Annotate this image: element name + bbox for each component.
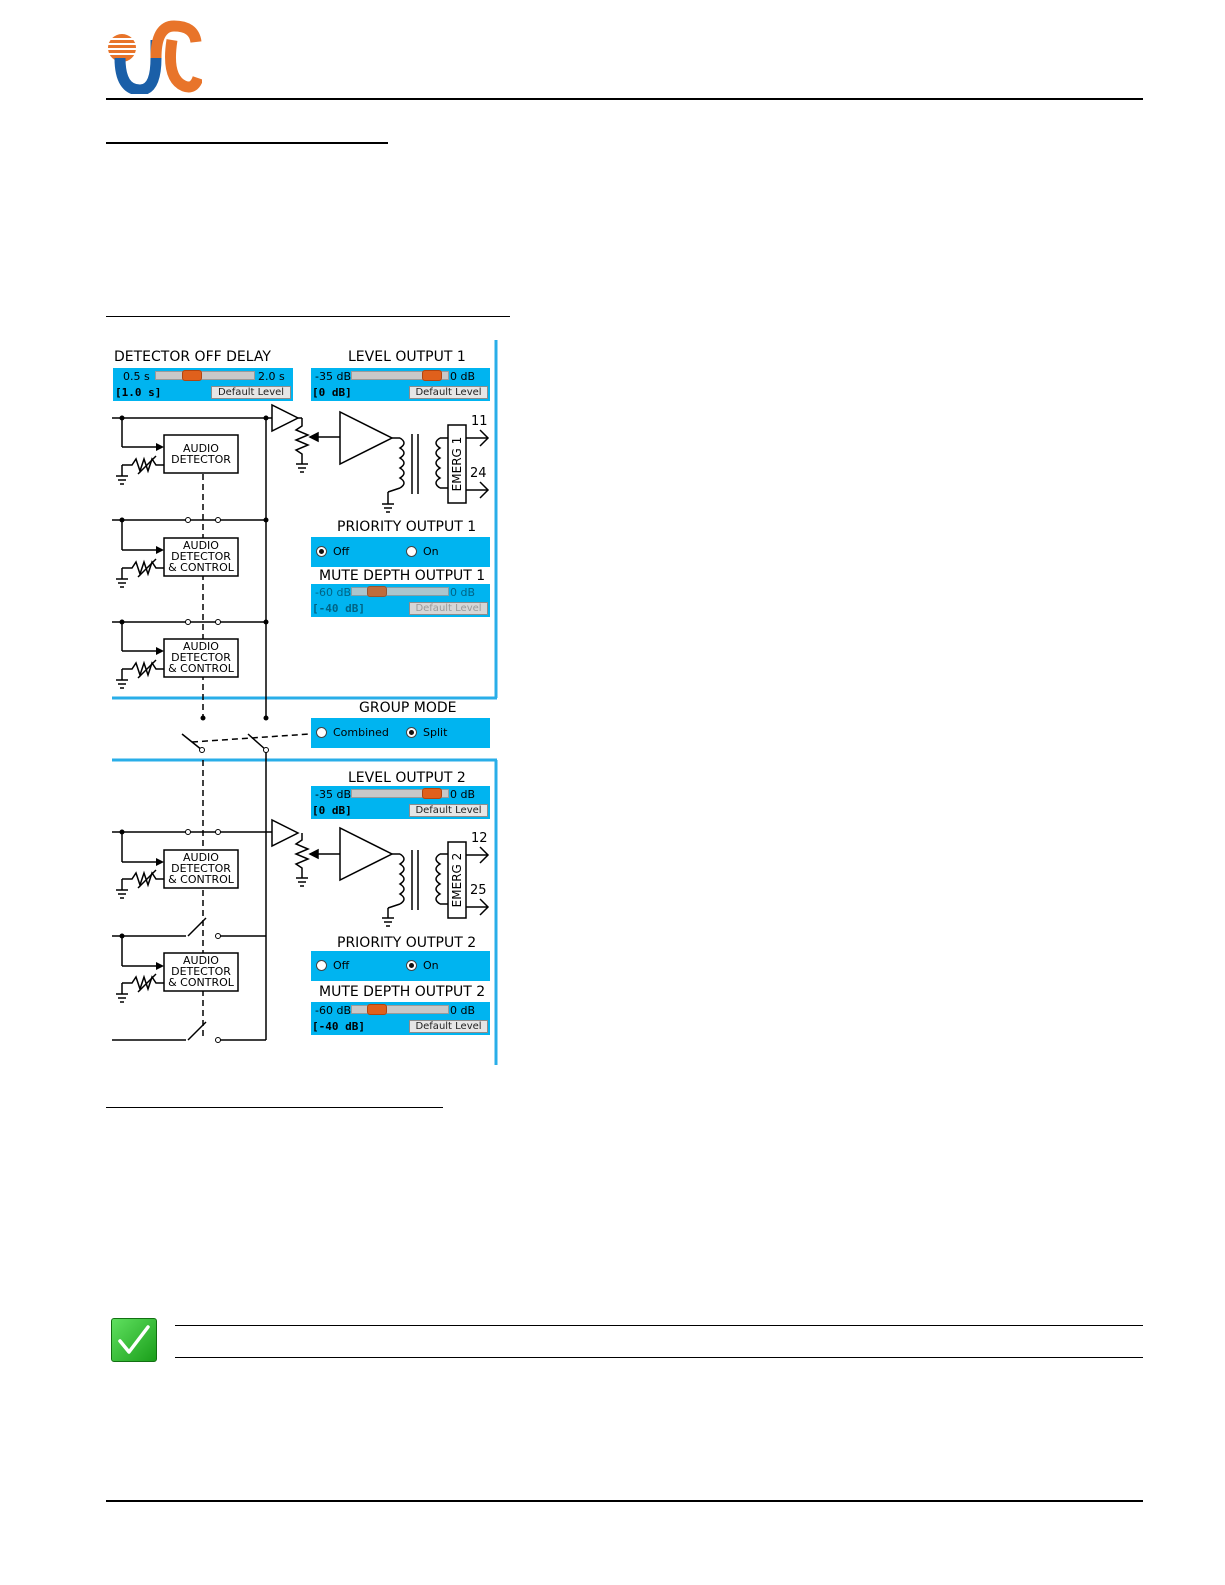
detector-block-2-line-1: AUDIO xyxy=(183,539,219,552)
detector-block-3-line-3: & CONTROL xyxy=(168,662,234,675)
level-output-2-value: [0 dB] xyxy=(312,804,352,817)
mute-depth-output-1-default-button[interactable]: Default Level xyxy=(409,602,488,615)
terminal-12: 12 xyxy=(471,831,488,846)
mute-depth-output-2-min: -60 dB xyxy=(315,1004,351,1017)
mute-depth-output-2-slider[interactable] xyxy=(351,1004,449,1015)
detector-block-3-line-2: DETECTOR xyxy=(171,651,231,664)
detector-off-delay-min: 0.5 s xyxy=(123,370,150,383)
emerg-1-label: EMERG 1 xyxy=(450,436,464,492)
mute-depth-output-2-thumb[interactable] xyxy=(367,1004,387,1015)
detector-block-2: AUDIO DETECTOR & CONTROL xyxy=(164,540,238,573)
priority-output-1-on-radio[interactable] xyxy=(406,546,417,557)
priority-output-2-on-radio[interactable] xyxy=(406,960,417,971)
company-logo xyxy=(106,18,204,96)
priority-output-2-title: PRIORITY OUTPUT 2 xyxy=(337,935,477,951)
level-output-2-max: 0 dB xyxy=(450,788,476,801)
group-mode-combined-radio[interactable] xyxy=(316,727,327,738)
detector-block-5-line-2: DETECTOR xyxy=(171,965,231,978)
terminal-11: 11 xyxy=(471,414,488,429)
detector-block-4: AUDIO DETECTOR & CONTROL xyxy=(164,852,238,885)
group-mode-split-radio[interactable] xyxy=(406,727,417,738)
mute-depth-output-2-max: 0 dB xyxy=(450,1004,476,1017)
mute-depth-output-1-title: MUTE DEPTH OUTPUT 1 xyxy=(319,568,486,584)
terminal-25: 25 xyxy=(470,883,487,898)
mute-depth-output-2-value: [-40 dB] xyxy=(312,1020,365,1033)
priority-output-1-off-radio[interactable] xyxy=(316,546,327,557)
priority-output-2-panel: Off On xyxy=(311,951,490,981)
detector-block-5: AUDIO DETECTOR & CONTROL xyxy=(164,955,238,988)
section-rule-3 xyxy=(106,1107,443,1108)
level-output-1-value: [0 dB] xyxy=(312,386,352,399)
group-mode-split-label: Split xyxy=(423,726,448,739)
mute-depth-output-2-title: MUTE DEPTH OUTPUT 2 xyxy=(319,984,486,1000)
level-output-1-panel: -35 dB 0 dB [0 dB] Default Level xyxy=(311,368,490,401)
mute-depth-output-2-default-button[interactable]: Default Level xyxy=(409,1020,488,1033)
mute-depth-output-2-panel: -60 dB 0 dB [-40 dB] Default Level xyxy=(311,1002,490,1035)
mute-depth-output-1-slider[interactable] xyxy=(351,586,449,597)
priority-output-2-off-label: Off xyxy=(333,959,350,972)
detector-off-delay-title: DETECTOR OFF DELAY xyxy=(114,349,271,365)
detector-block-3: AUDIO DETECTOR & CONTROL xyxy=(164,641,238,674)
level-output-1-default-button[interactable]: Default Level xyxy=(409,386,488,399)
detector-block-5-line-3: & CONTROL xyxy=(168,976,234,989)
detector-off-delay-value: [1.0 s] xyxy=(115,386,162,399)
mute-depth-output-1-value: [-40 dB] xyxy=(312,602,365,615)
level-output-2-default-button[interactable]: Default Level xyxy=(409,804,488,817)
priority-output-2-off-radio[interactable] xyxy=(316,960,327,971)
detector-block-1-line-1: AUDIO xyxy=(183,442,219,455)
level-output-1-min: -35 dB xyxy=(315,370,351,383)
detector-off-delay-max: 2.0 s xyxy=(258,370,285,383)
note-rule-bottom xyxy=(175,1357,1143,1358)
detector-off-delay-panel: 0.5 s 2.0 s [1.0 s] Default Level xyxy=(113,368,293,401)
priority-output-1-on-label: On xyxy=(423,545,439,558)
priority-output-1-title: PRIORITY OUTPUT 1 xyxy=(337,519,477,535)
detector-off-delay-thumb[interactable] xyxy=(182,370,202,381)
group-mode-title: GROUP MODE xyxy=(359,700,457,716)
detector-off-delay-slider[interactable] xyxy=(155,370,255,381)
mute-depth-output-1-thumb[interactable] xyxy=(367,586,387,597)
check-icon xyxy=(111,1318,157,1362)
detector-block-2-line-2: DETECTOR xyxy=(171,550,231,563)
logo-stripes xyxy=(108,34,136,62)
priority-output-2-on-label: On xyxy=(423,959,439,972)
detector-block-2-line-3: & CONTROL xyxy=(168,561,234,574)
level-output-2-thumb[interactable] xyxy=(422,788,442,799)
terminal-24: 24 xyxy=(470,466,487,481)
note-rule-top xyxy=(175,1325,1143,1326)
section-rule-2 xyxy=(106,316,510,317)
level-output-2-panel: -35 dB 0 dB [0 dB] Default Level xyxy=(311,786,490,819)
level-output-2-slider[interactable] xyxy=(351,788,449,799)
level-output-2-title: LEVEL OUTPUT 2 xyxy=(348,770,466,786)
detector-block-5-line-1: AUDIO xyxy=(183,954,219,967)
mute-depth-output-1-min: -60 dB xyxy=(315,586,351,599)
detector-block-1-line-2: DETECTOR xyxy=(171,453,231,466)
priority-output-1-panel: Off On xyxy=(311,537,490,567)
level-output-1-slider[interactable] xyxy=(351,370,449,381)
group-mode-combined-label: Combined xyxy=(333,726,389,739)
detector-block-4-line-3: & CONTROL xyxy=(168,873,234,886)
detector-block-4-line-1: AUDIO xyxy=(183,851,219,864)
level-output-1-title: LEVEL OUTPUT 1 xyxy=(348,349,466,365)
mute-depth-output-1-max: 0 dB xyxy=(450,586,476,599)
level-output-1-thumb[interactable] xyxy=(422,370,442,381)
footer-rule xyxy=(106,1500,1143,1502)
detector-block-1: AUDIO DETECTOR xyxy=(164,443,238,465)
level-output-1-max: 0 dB xyxy=(450,370,476,383)
priority-output-1-off-label: Off xyxy=(333,545,350,558)
detector-block-3-line-1: AUDIO xyxy=(183,640,219,653)
header-rule xyxy=(106,98,1143,100)
detector-off-delay-default-button[interactable]: Default Level xyxy=(211,386,291,399)
group-mode-panel: Combined Split xyxy=(311,718,490,748)
detector-block-4-line-2: DETECTOR xyxy=(171,862,231,875)
emerg-2-label: EMERG 2 xyxy=(450,852,464,908)
section-rule-1 xyxy=(106,142,388,144)
mute-depth-output-1-panel: -60 dB 0 dB [-40 dB] Default Level xyxy=(311,584,490,617)
level-output-2-min: -35 dB xyxy=(315,788,351,801)
